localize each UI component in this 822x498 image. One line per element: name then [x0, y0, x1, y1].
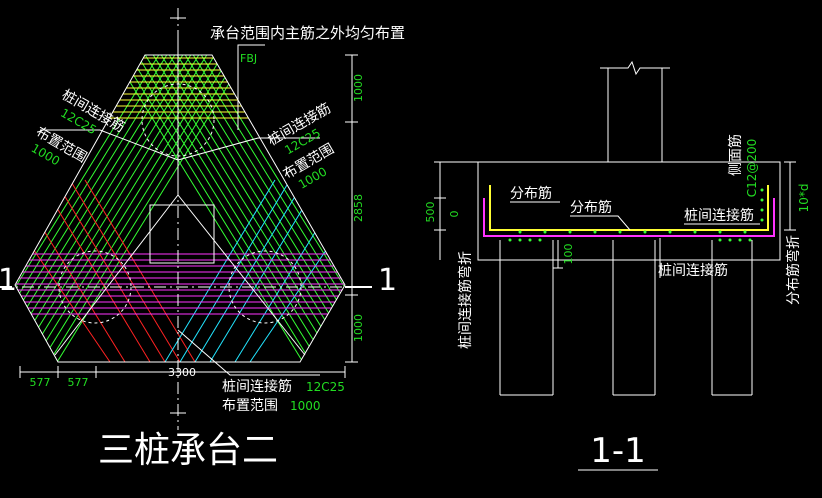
- green-diagonal-bars-right: [15, 55, 257, 362]
- bottom-label-name: 桩间连接筋: [222, 378, 292, 395]
- plan-view: 承台范围内主筋之外均匀布置 FBJ 桩间连接筋 12C25 布置范围 1000 …: [0, 8, 405, 471]
- label-connect1: 桩间连接筋: [684, 207, 754, 224]
- column-outline: [149, 204, 215, 264]
- piles-section: [499, 240, 753, 396]
- section-dims-left: [434, 161, 563, 269]
- red-diagonal-bars: [15, 179, 196, 362]
- bottom-label-spec: 12C25: [306, 380, 345, 394]
- tag-fbj: FBJ: [240, 52, 257, 65]
- dim-bottom-total: 3300: [168, 366, 196, 379]
- bottom-range-value: 1000: [290, 399, 321, 413]
- section-dims-right: [784, 161, 796, 231]
- section-title: 1-1: [590, 431, 646, 471]
- leader-top-note: [237, 44, 265, 130]
- distribution-bar-yellow: [489, 185, 769, 231]
- guide-line-left: [54, 194, 179, 356]
- rebar-hatching: [15, 55, 345, 362]
- bottom-range-label: 布置范围: [222, 397, 278, 414]
- guide-line-right: [177, 194, 306, 356]
- dim-right-top: 1000: [352, 74, 365, 102]
- dim-bottom-left-1: 577: [30, 376, 51, 389]
- dim-height: 500: [424, 202, 437, 223]
- label-distribution1: 分布筋: [510, 185, 552, 202]
- leader-bottom: [177, 329, 320, 376]
- label-left-vertical: 桩间连接筋弯折: [457, 251, 474, 349]
- dim-100: 100: [562, 244, 575, 265]
- section-mark-right: 1: [378, 263, 397, 298]
- yellow-horizontal-bars: [15, 57, 345, 119]
- leader-right: [177, 137, 320, 161]
- label-connect2: 桩间连接筋: [658, 262, 728, 279]
- dimension-bottom: [19, 366, 346, 378]
- plan-title: 三桩承台二: [98, 430, 278, 471]
- rebar-dots: [508, 188, 764, 242]
- label-distribution2: 分布筋: [570, 199, 612, 216]
- dim-right-bottom: 1000: [352, 314, 365, 342]
- cyan-diagonal-bars: [164, 179, 345, 362]
- pile-left: [58, 250, 132, 324]
- dim-bottom-left-2: 577: [68, 376, 89, 389]
- leader-left: [40, 129, 179, 161]
- label-side-spec: C12@200: [745, 139, 759, 198]
- label-right-vertical: 分布筋弯折: [785, 235, 802, 305]
- section-mark-left: 1: [0, 263, 17, 298]
- leader-distribution2: [570, 215, 631, 231]
- dim-right-mid: 2858: [352, 194, 365, 222]
- column-break-line: [600, 60, 670, 76]
- pile-right: [228, 250, 302, 324]
- pile-cap-section: [477, 161, 781, 261]
- label-side-face: 侧面筋: [727, 134, 744, 176]
- dimension-right: [345, 54, 358, 363]
- section-view: 分布筋 分布筋 桩间连接筋 桩间连接筋 侧面筋 C12@200 桩间连接筋弯折 …: [424, 60, 811, 471]
- note-top: 承台范围内主筋之外均匀布置: [210, 24, 405, 42]
- pile-cap-outline: [14, 54, 346, 363]
- dim-zero: 0: [448, 211, 461, 218]
- connecting-bar-magenta: [483, 198, 775, 237]
- label-right-dim: 10*d: [797, 184, 811, 213]
